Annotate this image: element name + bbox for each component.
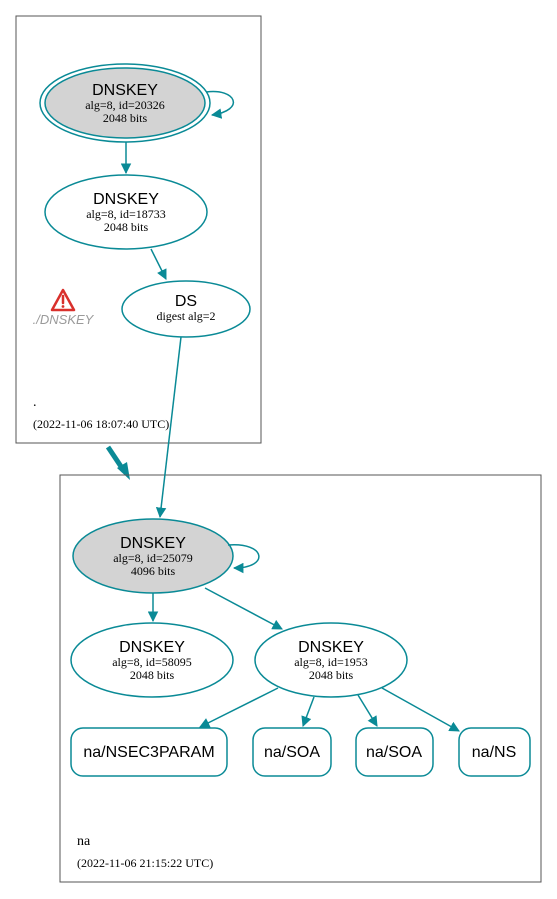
zone-root-name: .	[33, 395, 37, 410]
node-na-ksk-line2: 4096 bits	[131, 564, 176, 578]
node-root-zsk-line2: 2048 bits	[104, 220, 149, 234]
edge-ds-to-na-ksk	[155, 336, 182, 519]
rrset-nsec3param[interactable]: na/NSEC3PARAM	[70, 727, 228, 777]
zone-na: na (2022-11-06 21:15:22 UTC)	[59, 474, 542, 883]
edge-na-ksk-to-zsk	[204, 587, 283, 630]
node-na-zsk-title: DNSKEY	[298, 639, 364, 656]
warning: ./DNSKEY	[33, 288, 95, 327]
zone-root-timestamp: (2022-11-06 18:07:40 UTC)	[33, 417, 169, 431]
zone-na-name: na	[77, 834, 91, 849]
zone-root-border	[15, 15, 262, 444]
node-root-zsk[interactable]: DNSKEY alg=8, id=18733 2048 bits	[44, 174, 208, 250]
rrset-soa-2-label: na/SOA	[366, 744, 422, 761]
edge-root-zsk-to-ds	[150, 248, 167, 280]
node-na-ksk-title: DNSKEY	[120, 535, 186, 552]
node-root-ds[interactable]: DS digest alg=2	[121, 280, 251, 338]
rrset-nsec3param-label: na/NSEC3PARAM	[83, 744, 214, 761]
node-root-ksk-line2: 2048 bits	[103, 111, 148, 125]
node-na-key-58095-title: DNSKEY	[119, 639, 185, 656]
node-na-key-58095[interactable]: DNSKEY alg=8, id=58095 2048 bits	[70, 622, 234, 698]
edge-zsk-to-nsec3param	[199, 687, 279, 728]
rrset-ns-label: na/NS	[472, 744, 516, 761]
edge-na-ksk-self	[227, 544, 260, 574]
zone-na-timestamp: (2022-11-06 21:15:22 UTC)	[77, 856, 213, 870]
node-root-zsk-line1: alg=8, id=18733	[86, 207, 166, 221]
node-root-ksk-title: DNSKEY	[92, 82, 158, 99]
node-na-key-58095-line1: alg=8, id=58095	[112, 655, 192, 669]
node-na-key-58095-line2: 2048 bits	[130, 668, 175, 682]
node-root-ds-line1: digest alg=2	[156, 309, 215, 323]
rrset-soa-1-label: na/SOA	[264, 744, 320, 761]
edge-zsk-to-soa-1	[301, 696, 315, 727]
node-root-ds-title: DS	[175, 293, 197, 310]
edge-zsk-to-soa-2	[357, 694, 378, 727]
node-root-zsk-title: DNSKEY	[93, 191, 159, 208]
rrset-ns[interactable]: na/NS	[458, 727, 531, 777]
zone-root: . (2022-11-06 18:07:40 UTC)	[15, 15, 262, 444]
node-na-zsk[interactable]: DNSKEY alg=8, id=1953 2048 bits	[254, 622, 408, 698]
node-na-ksk[interactable]: DNSKEY alg=8, id=25079 4096 bits	[72, 518, 234, 594]
zone-na-border	[59, 474, 542, 883]
node-root-ksk[interactable]: DNSKEY alg=8, id=20326 2048 bits	[39, 63, 211, 143]
rrset-soa-2[interactable]: na/SOA	[355, 727, 434, 777]
node-root-ksk-line1: alg=8, id=20326	[85, 98, 165, 112]
warning-label: ./DNSKEY	[33, 312, 95, 327]
rrset-soa-1[interactable]: na/SOA	[252, 727, 332, 777]
node-na-zsk-line2: 2048 bits	[309, 668, 354, 682]
edge-zsk-to-ns	[381, 687, 460, 732]
edge-root-ksk-self	[205, 90, 234, 119]
warning-triangle-icon	[50, 288, 76, 312]
node-na-zsk-line1: alg=8, id=1953	[294, 655, 368, 669]
node-na-ksk-line1: alg=8, id=25079	[113, 551, 193, 565]
